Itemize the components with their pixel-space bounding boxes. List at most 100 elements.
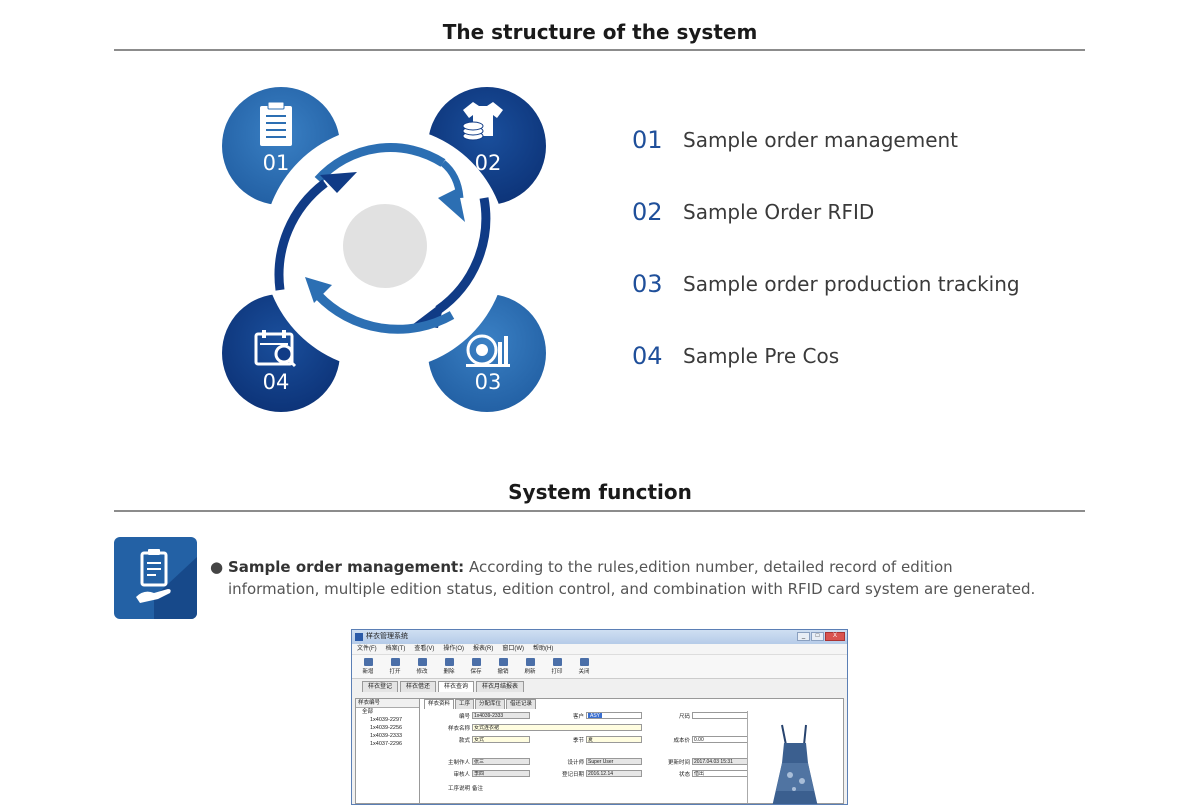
season-field[interactable]: 夏 [586, 736, 642, 743]
code-label: 编号 [458, 713, 470, 720]
toolbar-print-button[interactable]: 打印 [549, 658, 565, 675]
app-screenshot: 样衣管理系统 _ □ X 文件(F) 档案(T) 查看(V) 操作(O) 报表(… [351, 629, 848, 805]
sample-tree: 样衣编号 全部 1x4039-2297 1x4039-2256 1x4039-2… [356, 699, 420, 803]
type-label: 款式 [458, 737, 470, 744]
toolbar-undo-button[interactable]: 撤销 [495, 658, 511, 675]
calendar-search-icon [254, 330, 297, 368]
close-button[interactable]: X [825, 632, 845, 641]
node-01-number: 01 [263, 151, 290, 175]
node-03-number: 03 [475, 370, 502, 394]
menu-help[interactable]: 帮助(H) [533, 646, 554, 652]
list-item-label: Sample order production tracking [683, 272, 1020, 296]
check-label: 审核人 [453, 771, 470, 778]
function-title: System function [508, 480, 692, 504]
price-field[interactable]: 0.00 [692, 736, 748, 743]
list-item: 02 Sample Order RFID [632, 192, 874, 232]
date-label: 登记日期 [561, 771, 584, 778]
tree-item[interactable]: 1x4039-2256 [370, 725, 403, 731]
list-item-number: 01 [632, 126, 663, 154]
type-field[interactable]: 女式 [472, 736, 530, 743]
menu-operate[interactable]: 操作(O) [443, 646, 465, 652]
window-title: 样衣管理系统 [366, 633, 408, 640]
toolbar-open-button[interactable]: 打开 [387, 658, 403, 675]
name-label: 样衣名称 [447, 725, 470, 732]
menu-view[interactable]: 查看(V) [414, 646, 435, 652]
menu-window[interactable]: 窗口(W) [502, 646, 525, 652]
designer-label: 设计师 [567, 759, 584, 766]
tab-process[interactable]: 工序 [455, 699, 475, 709]
status-label: 状态 [678, 771, 690, 778]
undo-icon [498, 658, 508, 666]
tree-item-all[interactable]: 全部 [362, 709, 374, 715]
new-icon [363, 658, 373, 666]
maximize-button[interactable]: □ [811, 632, 824, 641]
clipboard-hand-icon [114, 537, 197, 619]
maker-label: 主制作人 [447, 759, 470, 766]
menu-file[interactable]: 文件(F) [357, 646, 377, 652]
tab-borrow-record[interactable]: 借还记录 [506, 699, 537, 709]
name-field[interactable]: 女式连衣裙 [472, 724, 642, 731]
clipboard-icon [260, 101, 292, 146]
maker-field[interactable]: 张三 [472, 758, 530, 765]
app-icon [355, 633, 363, 641]
minimize-button[interactable]: _ [797, 632, 810, 641]
updated-label: 更新时间 [667, 759, 690, 766]
menu-bar: 文件(F) 档案(T) 查看(V) 操作(O) 报表(R) 窗口(W) 帮助(H… [352, 644, 847, 655]
cycle-arrows [274, 143, 491, 334]
tree-header: 样衣编号 [356, 699, 419, 708]
sample-photo [747, 711, 843, 804]
function-description: ● Sample order management: According to … [210, 556, 1040, 600]
function-divider [114, 510, 1085, 512]
price-label: 成本价 [673, 737, 690, 744]
tab-query[interactable]: 样衣查询 [438, 681, 475, 692]
tab-report[interactable]: 样衣月结报表 [476, 681, 525, 692]
tab-register[interactable]: 样衣登记 [362, 681, 399, 692]
refresh-icon [525, 658, 535, 666]
structure-title: The structure of the system [442, 20, 758, 44]
delete-icon [444, 658, 454, 666]
list-item-label: Sample Pre Cos [683, 344, 840, 368]
tree-item[interactable]: 1x4039-2297 [370, 717, 403, 723]
spool-chart-icon [466, 334, 510, 367]
tab-sample-info[interactable]: 样衣资料 [424, 699, 455, 709]
toolbar-new-button[interactable]: 新增 [360, 658, 376, 675]
season-label: 季节 [572, 737, 584, 744]
customer-label: 客户 [572, 713, 584, 720]
window-titlebar: 样衣管理系统 _ □ X [352, 630, 847, 644]
code-field[interactable]: 1x4039-2333 [472, 712, 530, 719]
tree-item[interactable]: 1x4037-2296 [370, 741, 403, 747]
main-panel: 样衣编号 全部 1x4039-2297 1x4039-2256 1x4039-2… [355, 698, 844, 804]
toolbar-close-button[interactable]: 关闭 [576, 658, 592, 675]
date-field[interactable]: 2016.12.14 [586, 770, 642, 777]
structure-diagram: 01 02 03 04 [200, 80, 570, 425]
function-heading: Sample order management: [228, 558, 465, 576]
check-field[interactable]: 李四 [472, 770, 530, 777]
tab-borrow[interactable]: 样衣借还 [400, 681, 437, 692]
toolbar-edit-button[interactable]: 修改 [414, 658, 430, 675]
updated-field[interactable]: 2017.04.03 15:31 [692, 758, 748, 765]
size-field[interactable] [692, 712, 748, 719]
menu-report[interactable]: 报表(R) [473, 646, 494, 652]
bullet-icon: ● [210, 558, 224, 576]
status-field[interactable]: 借出 [692, 770, 748, 777]
customer-select[interactable]: ASY [586, 712, 642, 719]
designer-field[interactable]: Super User [586, 758, 642, 765]
tshirt-coins-icon [462, 102, 503, 141]
tab-location[interactable]: 分配库位 [475, 699, 506, 709]
list-item: 04 Sample Pre Cos [632, 336, 839, 376]
remark-value: 备注 [472, 785, 484, 792]
toolbar-save-button[interactable]: 保存 [468, 658, 484, 675]
toolbar-refresh-button[interactable]: 刷新 [522, 658, 538, 675]
list-item-number: 04 [632, 342, 663, 370]
toolbar-delete-button[interactable]: 删除 [441, 658, 457, 675]
main-tabs: 样衣登记 样衣借还 样衣查询 样衣月结报表 [352, 681, 847, 692]
center-circle [343, 204, 427, 288]
remark-label: 工序说明 [447, 785, 470, 792]
menu-archive[interactable]: 档案(T) [385, 646, 406, 652]
sample-form: 样衣资料 工序 分配库位 借还记录 编号 1x4039-2333 客户 ASY … [422, 699, 748, 803]
node-02-number: 02 [475, 151, 502, 175]
list-item: 03 Sample order production tracking [632, 264, 1020, 304]
tree-item[interactable]: 1x4039-2333 [370, 733, 403, 739]
print-icon [552, 658, 562, 666]
form-tabs: 样衣资料 工序 分配库位 借还记录 [422, 699, 745, 709]
